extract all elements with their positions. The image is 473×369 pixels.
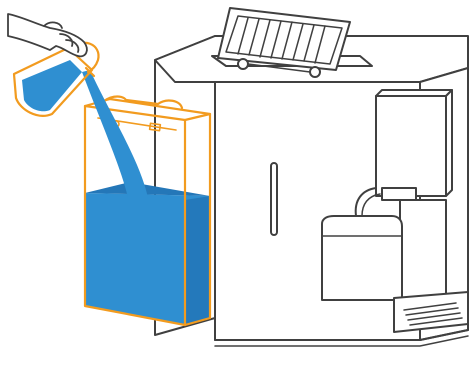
pitcher-water (22, 60, 82, 112)
pitcher-body (12, 46, 94, 117)
tank-water-side (185, 196, 210, 325)
dispenser-box-side (445, 89, 453, 197)
dispenser-box (375, 95, 447, 197)
tank-lid-latch (148, 122, 162, 132)
hand-palm (7, 13, 88, 58)
hopper-hinge-left (237, 58, 249, 70)
hand-finger-2 (65, 39, 80, 53)
hopper-hinge-right (309, 66, 321, 78)
hopper-hinge-bar (247, 63, 311, 73)
machine-base-line (214, 329, 469, 341)
pitcher-spout (84, 66, 96, 78)
hand-finger-1 (59, 33, 74, 47)
pitcher-and-hand (7, 13, 100, 117)
coffee-dispenser-unit (375, 89, 453, 201)
water-tank (83, 95, 212, 327)
tank-water-surface (85, 182, 210, 196)
hopper-lid-inner (225, 15, 343, 65)
milk-container-body (321, 215, 403, 301)
cup-area-recess (399, 199, 447, 299)
hand-thumb (43, 21, 63, 29)
drip-tray (393, 291, 469, 333)
hand (7, 13, 88, 58)
water-stream (82, 70, 148, 198)
tank-lid-handle (100, 95, 184, 110)
hopper-lid-ribs (237, 17, 326, 64)
dispenser-spout (381, 187, 417, 201)
tank-water-front (85, 193, 210, 325)
drip-tray-grill (403, 302, 463, 326)
bean-hopper-lid (211, 7, 373, 78)
tank-outline-side (183, 112, 212, 327)
machine-side-slot (270, 162, 278, 236)
machine-base-shadow (214, 335, 469, 347)
milk-container (321, 215, 403, 301)
tank-outline-top (83, 97, 212, 116)
